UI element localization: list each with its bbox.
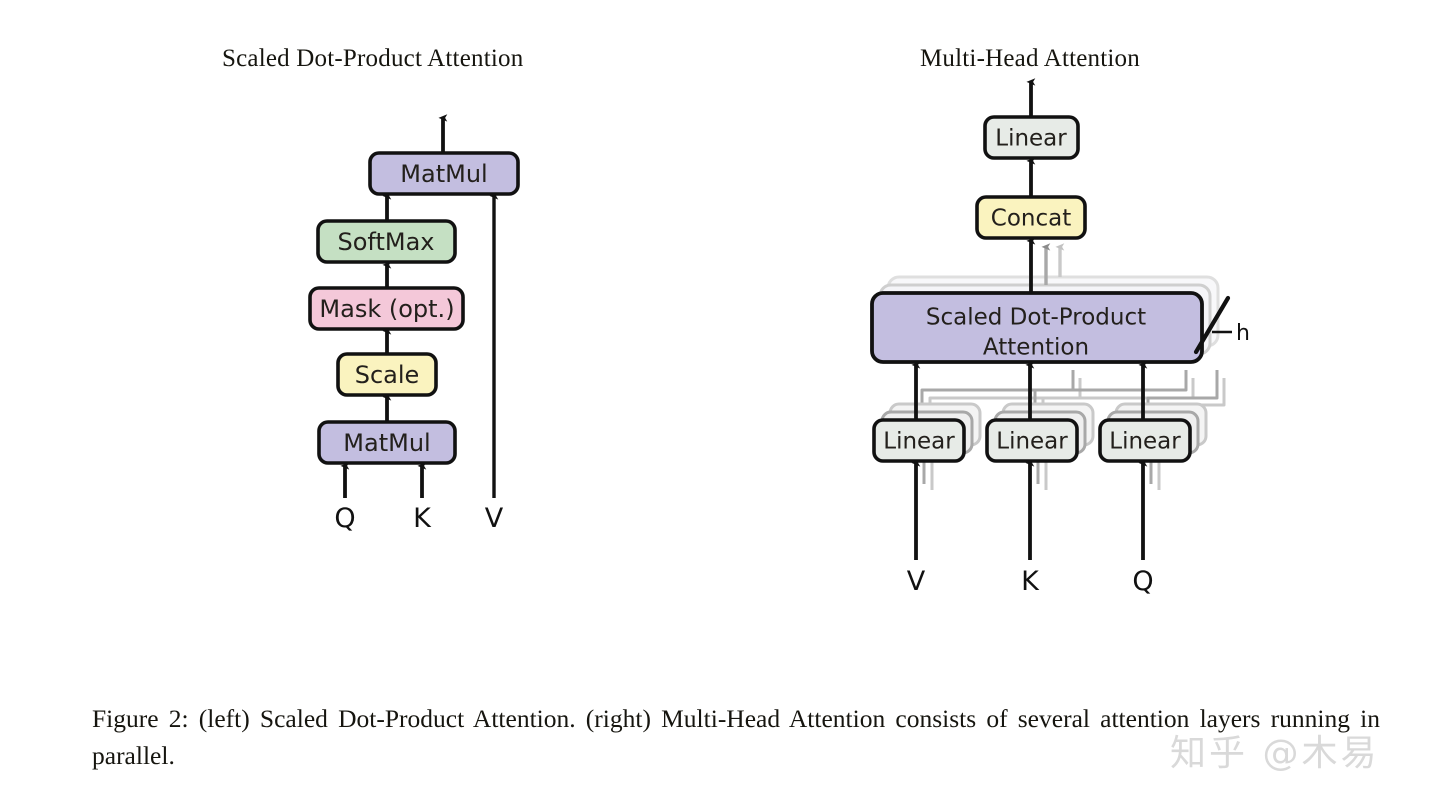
node-scale-shape bbox=[336, 352, 438, 397]
right-diagram-group: Linear Concat Scaled Dot-Product Attenti… bbox=[870, 78, 1250, 597]
node-matmul-top[interactable]: MatMul bbox=[368, 151, 520, 196]
node-linear-q-shape bbox=[1098, 418, 1192, 463]
node-linear-q[interactable]: Linear bbox=[1098, 418, 1192, 463]
node-scale[interactable]: Scale bbox=[336, 352, 438, 397]
input-label-q-right: Q bbox=[1132, 566, 1153, 597]
node-linear-out-label: Linear bbox=[995, 126, 1067, 152]
node-softmax-shape bbox=[316, 219, 457, 264]
node-matmul-bottom-shape bbox=[317, 420, 457, 465]
node-softmax-label: SoftMax bbox=[338, 228, 435, 256]
node-concat[interactable]: Concat bbox=[975, 195, 1087, 240]
node-attention-label-line1: Scaled Dot-Product bbox=[926, 305, 1146, 331]
node-linear-v-label: Linear bbox=[883, 429, 955, 455]
input-label-k-right: K bbox=[1021, 566, 1040, 597]
node-attention-label-line2: Attention bbox=[983, 335, 1089, 361]
node-mask-label: Mask (opt.) bbox=[319, 295, 454, 323]
node-matmul-top-shape bbox=[368, 151, 520, 196]
head-count-slash bbox=[1193, 295, 1231, 355]
head-count-label: h bbox=[1236, 321, 1250, 346]
left-diagram-group: MatMul SoftMax Mask (opt.) Scale MatMul … bbox=[308, 114, 520, 534]
input-label-q-left: Q bbox=[334, 503, 355, 534]
figure-caption-line1: Figure 2: (left) Scaled Dot-Product Atte… bbox=[92, 704, 1090, 733]
node-linear-out-shape bbox=[983, 115, 1080, 160]
node-attention-shape bbox=[870, 291, 1204, 364]
node-linear-out[interactable]: Linear bbox=[983, 115, 1080, 160]
node-linear-q-label: Linear bbox=[1109, 429, 1181, 455]
ghost-concat-feeds bbox=[1041, 243, 1065, 285]
node-concat-shape bbox=[975, 195, 1087, 240]
input-label-v-left: V bbox=[485, 503, 504, 534]
node-mask-shape bbox=[308, 286, 465, 331]
node-mask[interactable]: Mask (opt.) bbox=[308, 286, 465, 331]
left-diagram-title: Scaled Dot-Product Attention bbox=[222, 45, 524, 72]
node-linear-k-shape bbox=[985, 418, 1079, 463]
node-linear-k-label: Linear bbox=[996, 429, 1068, 455]
node-scaled-dot-product-attention[interactable]: Scaled Dot-Product Attention bbox=[870, 291, 1204, 364]
node-linear-v-shape bbox=[872, 418, 966, 463]
node-softmax[interactable]: SoftMax bbox=[316, 219, 457, 264]
node-matmul-bottom-label: MatMul bbox=[343, 429, 430, 457]
watermark: 知乎 @木易 bbox=[1170, 733, 1380, 774]
node-matmul-top-label: MatMul bbox=[400, 160, 487, 188]
node-scale-label: Scale bbox=[355, 361, 420, 389]
node-linear-k[interactable]: Linear bbox=[985, 418, 1079, 463]
node-matmul-bottom[interactable]: MatMul bbox=[317, 420, 457, 465]
figure-caption: Figure 2: (left) Scaled Dot-Product Atte… bbox=[92, 700, 1380, 774]
figure-caption-line2: attention layers running in parallel. bbox=[92, 704, 1380, 770]
input-label-k-left: K bbox=[413, 503, 432, 534]
node-linear-v[interactable]: Linear bbox=[872, 418, 966, 463]
input-label-v-right: V bbox=[907, 566, 926, 597]
node-concat-label: Concat bbox=[991, 206, 1071, 232]
right-diagram-title: Multi-Head Attention bbox=[920, 45, 1140, 72]
